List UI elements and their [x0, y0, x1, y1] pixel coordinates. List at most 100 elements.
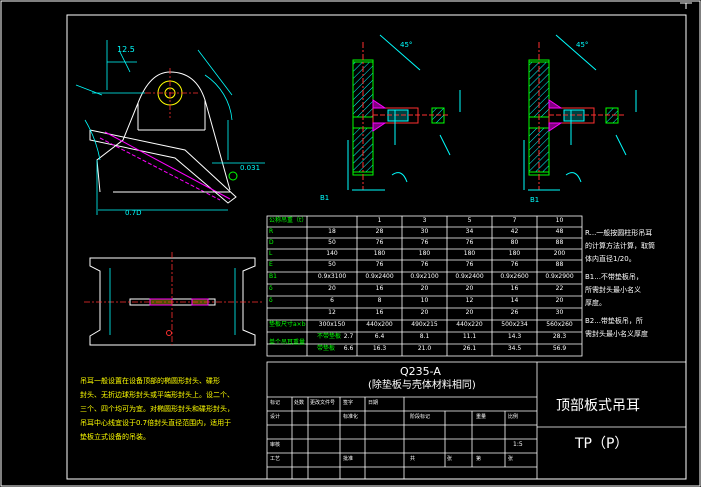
tb-label: 共 [410, 456, 416, 462]
table-cell: 0.9x2100 [410, 273, 439, 280]
table-cell: 20 [465, 309, 474, 316]
table-cell: 0.9x2400 [455, 273, 484, 280]
table-cell: 180 [373, 250, 386, 257]
note-right-line: 需封头最小名义厚度 [585, 330, 648, 338]
dim-0-7d: 0.7D [125, 209, 142, 217]
table-cell: 6 [330, 297, 334, 304]
tb-label: 重量 [476, 414, 487, 420]
note-left-line: 垫板立式设备的吊装。 [80, 433, 150, 441]
table-cell: 16 [375, 309, 384, 316]
table-cell: 76 [375, 239, 384, 246]
spec-table-grid [266, 215, 583, 357]
tb-label: 阶段标记 [410, 414, 431, 420]
table-cell: 28 [375, 228, 384, 235]
weight-cell: 21.0 [417, 345, 432, 352]
table-cell: 180 [463, 250, 476, 257]
table-cell: 76 [420, 261, 429, 268]
table-cell: 50 [328, 261, 336, 268]
table-cell: 76 [375, 261, 384, 268]
datum-circle [228, 171, 238, 181]
material: Q235-A [400, 365, 441, 378]
weight-row-label: 不带垫板 [317, 333, 342, 340]
weight-row-label: 带垫板 [317, 345, 336, 352]
tb-label: 张 [447, 456, 453, 462]
weight-cell: 11.1 [462, 333, 477, 340]
note-right-line: 所需封头最小名义 [585, 286, 641, 294]
table-cell: 560x260 [546, 321, 573, 328]
weight-cell: 56.9 [552, 345, 567, 352]
table-cell: 0.9x2900 [545, 273, 574, 280]
table-cell: 440x220 [456, 321, 483, 328]
table-cell: 76 [465, 261, 474, 268]
part-name: 顶部板式吊耳 [556, 398, 640, 414]
table-cell: 0.9x2600 [500, 273, 529, 280]
dim-angle-b: 45° [576, 41, 589, 49]
tb-label: 标记 [270, 400, 281, 406]
note-left-line: 三个、四个均可为宜。对椭圆形封头和碟形封头， [80, 405, 234, 413]
table-cell: 180 [508, 250, 521, 257]
table-row-label: B1 [269, 273, 277, 280]
table-cell: 88 [555, 239, 564, 246]
dim-0-031: 0.031 [240, 164, 261, 172]
note-right-line: B1...不带垫板吊， [585, 273, 643, 281]
weight-cell: 14.3 [507, 333, 522, 340]
table-cell: 80 [510, 239, 519, 246]
load-10: 10 [555, 217, 564, 224]
weight-cell: 8.1 [419, 333, 430, 340]
note-right-line: 厚度。 [585, 299, 606, 307]
table-row-label: δ [269, 285, 273, 292]
table-cell: 42 [510, 228, 519, 235]
part-code: TP（P） [575, 436, 629, 452]
weight-cell: 16.3 [372, 345, 387, 352]
pad-plan-view [89, 257, 256, 346]
tb-label: 更改文件号 [310, 400, 336, 406]
tb-label: 签字 [343, 400, 354, 406]
title-block-grid [266, 361, 687, 480]
table-cell: 0.9x3100 [317, 273, 347, 280]
tb-label: 标准化 [343, 414, 359, 420]
table-cell: 12 [328, 309, 336, 316]
tb-label: 张 [508, 456, 514, 462]
tb-label: 日期 [368, 400, 379, 406]
table-cell: 180 [418, 250, 431, 257]
table-cell: 76 [420, 239, 429, 246]
table-cell: 34 [465, 228, 474, 235]
tb-label: 审核 [270, 442, 281, 448]
table-cell: 26 [510, 309, 519, 316]
note-right-line: 的计算方法计算，取筒 [585, 242, 655, 250]
tb-label: 批准 [343, 456, 354, 462]
table-cell: 20 [555, 297, 564, 304]
weight-cell: 26.1 [462, 345, 477, 352]
table-header: 公称吊重（t） [269, 217, 308, 224]
table-cell: 440x200 [366, 321, 393, 328]
tb-label: 处数 [294, 400, 305, 406]
table-cell: 140 [326, 250, 338, 257]
table-cell: 500x234 [501, 321, 528, 328]
note-right-line: B2...带垫板吊，所 [585, 317, 643, 325]
dim-12-5: 12.5 [117, 45, 135, 54]
lug-front-dims [75, 40, 265, 215]
table-cell: 16 [510, 285, 519, 292]
table-cell: 10 [420, 297, 429, 304]
tb-label: 设计 [270, 414, 281, 420]
table-cell: 48 [555, 228, 564, 235]
weight-cell: 6.6 [343, 345, 354, 352]
table-cell: 8 [377, 297, 382, 304]
table-cell: 18 [328, 228, 336, 235]
table-row-label: E [269, 261, 273, 268]
load-3: 3 [422, 217, 427, 224]
weight-label: 单个吊耳重量 [269, 339, 306, 346]
table-row-label: R [269, 228, 274, 235]
table-cell: 14 [510, 297, 519, 304]
table-row-label: 垫板尺寸a×b [269, 321, 306, 328]
table-cell: 16 [375, 285, 384, 292]
table-cell: 88 [555, 261, 564, 268]
note-right-line: 体内直径1/20。 [585, 255, 636, 263]
note-left-line: 封头、无折边球形封头或平端形封头上。设二个、 [80, 391, 234, 399]
load-5: 5 [467, 217, 472, 224]
table-cell: 22 [555, 285, 564, 292]
table-row-label: D [269, 239, 274, 246]
tb-label: 工艺 [270, 456, 281, 462]
